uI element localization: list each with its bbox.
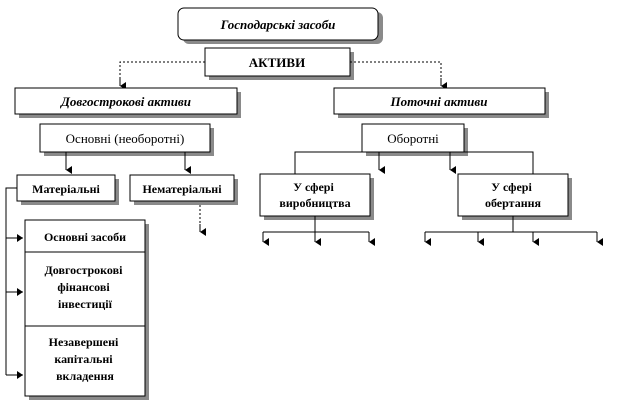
node-circulation-label: У сфері обертання: [485, 180, 542, 210]
connector-assets-current: [350, 61, 442, 82]
node-root-label: Господарські засоби: [220, 17, 336, 32]
connector-assets-longterm: [119, 61, 205, 82]
node-fixed: Основні (необоротні): [39, 123, 214, 156]
node-current: Поточні активи: [333, 87, 549, 118]
node-intangible-label: Нематеріальні: [142, 182, 222, 196]
node-intangible: Нематеріальні: [129, 174, 238, 205]
node-long-term-label: Довгострокові активи: [60, 94, 191, 109]
node-long-term: Довгострокові активи: [14, 87, 241, 118]
node-fixed-assets: Основні засоби: [24, 219, 146, 253]
node-investments: Довгострокові фінансові інвестиції: [24, 251, 146, 327]
node-fixed-label: Основні (необоротні): [66, 131, 185, 146]
node-investments-label: Довгострокові фінансові інвестиції: [45, 263, 126, 311]
connector-tangible-items: [5, 187, 17, 375]
node-current-label: Поточні активи: [390, 94, 488, 109]
node-assets: АКТИВИ: [204, 47, 354, 80]
node-tangible-label: Матеріальні: [32, 182, 100, 196]
node-assets-label: АКТИВИ: [249, 55, 305, 70]
node-production: У сфері виробництва: [259, 173, 374, 220]
node-fixed-assets-label: Основні засоби: [44, 230, 126, 244]
node-root: Господарські засоби: [177, 7, 383, 44]
node-production-label: У сфері виробництва: [279, 180, 350, 210]
node-circulating-label: Оборотні: [387, 131, 439, 146]
node-tangible: Матеріальні: [16, 174, 119, 205]
node-construction-label: Незавершені капітальні вкладення: [49, 335, 122, 383]
node-circulating: Оборотні: [361, 123, 468, 156]
node-circulation: У сфері обертання: [457, 173, 572, 220]
node-construction: Незавершені капітальні вкладення: [24, 325, 146, 397]
